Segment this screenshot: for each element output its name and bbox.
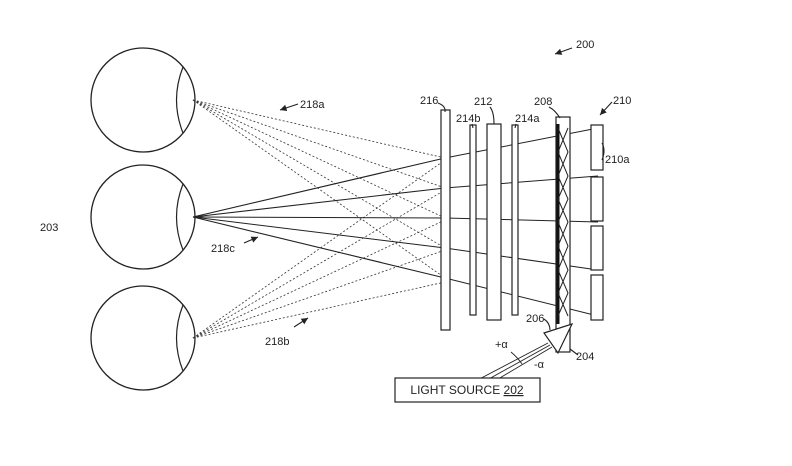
- waveguide-208: [555, 116, 571, 353]
- element-212: [486, 123, 502, 321]
- eye-bottom: [90, 285, 196, 391]
- rays-middle-eye: [192, 157, 446, 279]
- arrow-218b: [293, 317, 309, 328]
- leader-214b: [471, 123, 474, 129]
- light-source-box: LIGHT SOURCE 202: [394, 377, 541, 403]
- elements-210: [590, 124, 604, 321]
- element-214a: [511, 124, 519, 316]
- leader-216: [437, 102, 446, 113]
- label-210: 210: [613, 95, 631, 107]
- rays-top-eye: [192, 99, 446, 279]
- leader-210a: [601, 142, 605, 161]
- rays-through-optics: [444, 127, 599, 317]
- label-212: 212: [474, 96, 492, 108]
- prism-206: [543, 323, 574, 355]
- leader-214a: [514, 123, 517, 129]
- element-216: [440, 109, 451, 331]
- label-203: 203: [40, 222, 58, 234]
- label-204: 204: [576, 351, 594, 363]
- label-200: 200: [576, 39, 594, 51]
- label-218b: 218b: [265, 336, 289, 348]
- light-source-number: 202: [504, 383, 524, 397]
- label-214a: 214a: [515, 113, 540, 125]
- arrow-200: [554, 47, 573, 55]
- leader-212: [489, 106, 495, 125]
- label-216: 216: [420, 95, 438, 107]
- eye-middle: [90, 164, 196, 270]
- label-206: 206: [526, 313, 544, 325]
- svg-text:LIGHT SOURCE 202: LIGHT SOURCE 202: [410, 383, 523, 397]
- label-218a: 218a: [300, 99, 325, 111]
- leader-206: [543, 318, 551, 331]
- light-source-text: LIGHT SOURCE: [410, 383, 503, 397]
- eye-top: [90, 47, 196, 153]
- leader-208: [548, 106, 561, 119]
- label-210a: 210a: [605, 154, 630, 166]
- arrow-218a: [279, 103, 299, 112]
- leader-204: [569, 348, 579, 356]
- label-214b: 214b: [456, 113, 480, 125]
- arrow-210: [599, 101, 613, 116]
- rays-bottom-eye: [192, 159, 446, 339]
- arrow-218c: [243, 236, 259, 244]
- label-208: 208: [534, 96, 552, 108]
- label-minus-alpha: -α: [534, 359, 545, 371]
- label-plus-alpha: +α: [495, 339, 508, 351]
- label-218c: 218c: [211, 243, 235, 255]
- element-214b: [469, 124, 477, 316]
